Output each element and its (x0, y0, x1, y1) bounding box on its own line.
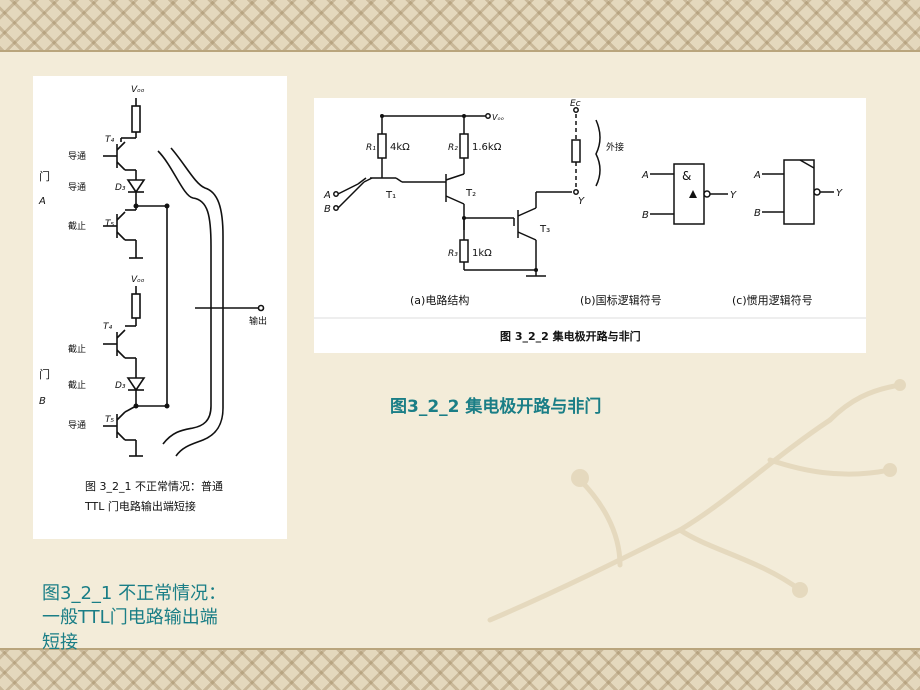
sub-label-a: (a)电路结构 (410, 293, 469, 307)
symbol-b-output-y: Y (730, 190, 737, 201)
t4-state-label: 导通 (68, 151, 86, 162)
caption-line-3: 短接 (42, 631, 78, 653)
t3-label: T₃ (539, 224, 550, 235)
vcc-top-label: Vₒₒ (131, 85, 145, 95)
vcc-label: Vₒₒ (492, 113, 504, 122)
gate-b-letter: B (39, 396, 46, 407)
inner-caption-line1: 图 3_2_1 不正常情况：普通 (85, 479, 223, 493)
sub-label-c: (c)惯用逻辑符号 (732, 293, 813, 307)
decorative-branch-watermark (487, 379, 906, 623)
gate-a-letter: A (38, 196, 46, 207)
top-border-line (0, 50, 920, 52)
input-a-label: A (323, 190, 331, 201)
t2-label: T₂ (465, 188, 476, 199)
figure-shorted-ttl-outputs: Vₒₒ T₄ 导通 D₃ 导通 T₅ 截止 门 A Vₒₒ T₄ 截止 D₃ 截… (33, 76, 287, 539)
d3b-label: D₃ (115, 381, 126, 391)
symbol-c-output-y: Y (836, 188, 843, 199)
symbol-c-input-a: A (753, 170, 761, 181)
vcc-bottom-label: Vₒₒ (131, 275, 145, 285)
t4b-state-label: 截止 (68, 343, 86, 355)
decorative-bottom-border (0, 650, 920, 690)
caption-line-1: 图3_2_1 不正常情况： (42, 583, 227, 604)
caption-figure-3-2-2: 图3_2_2 集电极开路与非门 (390, 397, 602, 417)
t5b-label: T₅ (105, 415, 114, 425)
t1-label: T₁ (385, 190, 396, 201)
t4-label: T₄ (105, 135, 114, 145)
r2-value: 1.6kΩ (472, 142, 502, 153)
shorted-outputs-diagram: Vₒₒ T₄ 导通 D₃ 导通 T₅ 截止 门 A Vₒₒ T₄ 截止 D₃ 截… (38, 85, 267, 513)
symbol-c-input-b: B (754, 208, 761, 219)
r1-value: 4kΩ (390, 142, 410, 153)
output-label: 输出 (249, 315, 267, 327)
d3-label: D₃ (115, 183, 126, 193)
t4b-label: T₄ (103, 322, 112, 332)
gate-b-label: 门 (39, 367, 50, 381)
bottom-border-line (0, 648, 920, 650)
d3-state-label: 导通 (68, 182, 86, 193)
r2-label: R₂ (448, 143, 458, 153)
r3-value: 1kΩ (472, 248, 492, 259)
decorative-top-border (0, 0, 920, 50)
ec-label: Ec (570, 99, 581, 109)
output-y-label: Y (578, 196, 585, 207)
caption-figure-3-2-1: 图3_2_1 不正常情况： 一般TTL门电路输出端 短接 (42, 582, 282, 655)
input-b-label: B (324, 204, 331, 215)
symbol-b-input-b: B (642, 210, 649, 221)
sub-label-b: (b)国标逻辑符号 (580, 293, 662, 307)
t5-state-label: 截止 (68, 220, 86, 232)
open-collector-nand-diagram: Vₒₒ Ec R₁ 4kΩ R₂ 1.6kΩ R₃ 1kΩ 外接 T₁ T₂ T… (314, 99, 866, 343)
and-symbol: & (682, 169, 691, 183)
inner-caption-line2: TTL 门电路输出端短接 (84, 499, 196, 513)
t5b-state-label: 导通 (68, 420, 86, 431)
r3-label: R₃ (448, 249, 458, 259)
t5-label: T₅ (105, 219, 114, 229)
r1-label: R₁ (366, 143, 376, 153)
caption-line-2: 一般TTL门电路输出端 (42, 607, 218, 629)
figure-open-collector-nand: Vₒₒ Ec R₁ 4kΩ R₂ 1.6kΩ R₃ 1kΩ 外接 T₁ T₂ T… (314, 98, 866, 353)
symbol-b-input-a: A (641, 170, 649, 181)
external-label: 外接 (606, 141, 624, 153)
d3b-state-label: 截止 (68, 379, 86, 391)
gate-a-label: 门 (39, 169, 50, 183)
inner-caption: 图 3_2_2 集电极开路与非门 (500, 329, 641, 343)
